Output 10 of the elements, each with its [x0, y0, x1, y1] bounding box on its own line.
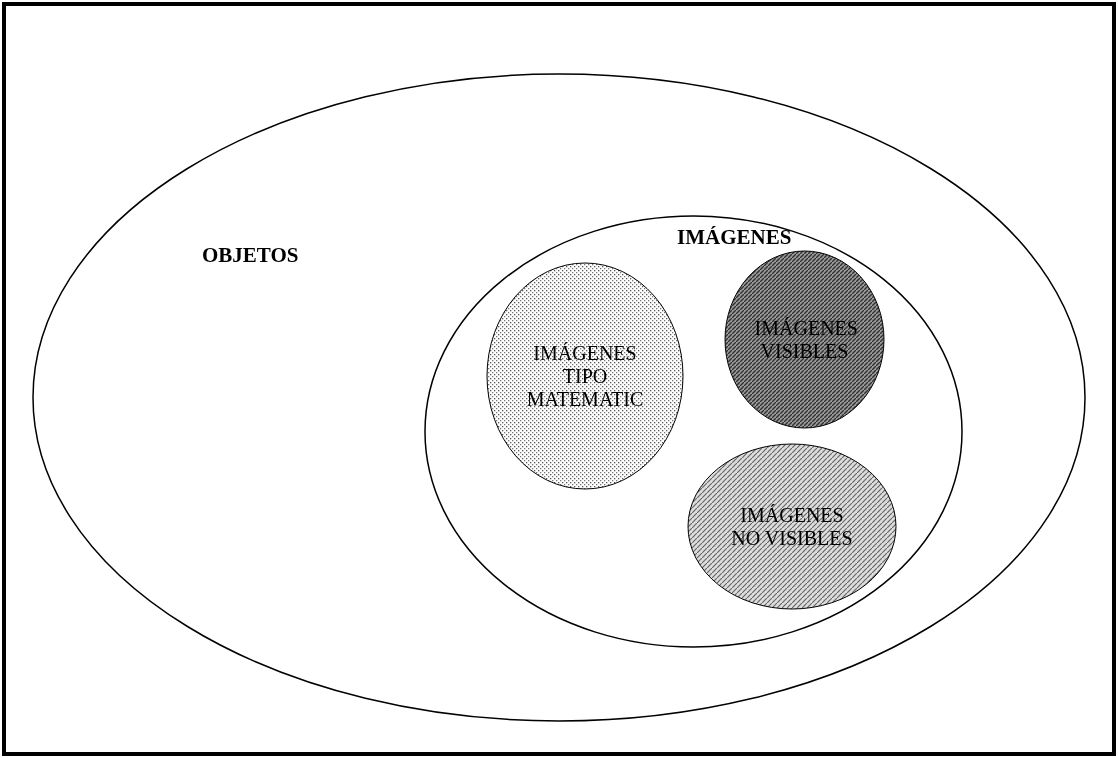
set-label: IMÁGENES TIPO MATEMATIC [525, 341, 645, 411]
set-ellipse [687, 443, 897, 610]
set-ellipse [486, 262, 684, 490]
set-ellipse [424, 215, 963, 648]
set-label: IMÁGENES VISIBLES [754, 316, 855, 363]
set-ellipse [32, 73, 1086, 722]
set-ellipse [724, 250, 885, 429]
set-label: OBJETOS [202, 243, 299, 267]
set-label: IMÁGENES [677, 225, 792, 249]
set-label: IMÁGENES NO VISIBLES [730, 503, 854, 550]
